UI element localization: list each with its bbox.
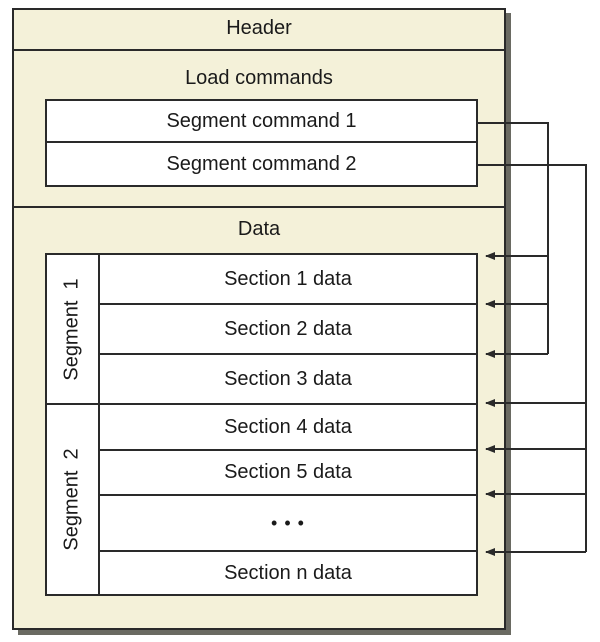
section-3-data: Section 3 data — [100, 355, 476, 403]
load-commands-label: Load commands — [185, 67, 333, 89]
segment-command-1-connector — [478, 122, 549, 354]
segment-boundary — [45, 403, 478, 405]
section-2-data: Section 2 data — [100, 305, 476, 353]
load-command-divider — [45, 141, 478, 143]
ellipsis-row: • • • — [100, 496, 476, 550]
section-4-data: Section 4 data — [100, 405, 476, 449]
section-divider — [100, 303, 478, 305]
section-divider — [100, 449, 478, 451]
section-1-data: Section 1 data — [100, 255, 476, 303]
section-divider — [100, 494, 478, 496]
segment-command-2: Segment command 2 — [47, 143, 476, 185]
load-commands-divider — [12, 206, 506, 208]
section-divider — [100, 550, 478, 552]
segment-command-2-connector — [478, 164, 587, 552]
header-divider — [12, 49, 506, 51]
segment-column-divider — [98, 253, 100, 596]
section-n-data: Section n data — [100, 552, 476, 594]
header-label: Header — [226, 17, 292, 39]
section-divider — [100, 353, 478, 355]
section-5-data: Section 5 data — [100, 451, 476, 494]
segment-command-1: Segment command 1 — [47, 101, 476, 141]
data-label: Data — [237, 218, 281, 240]
